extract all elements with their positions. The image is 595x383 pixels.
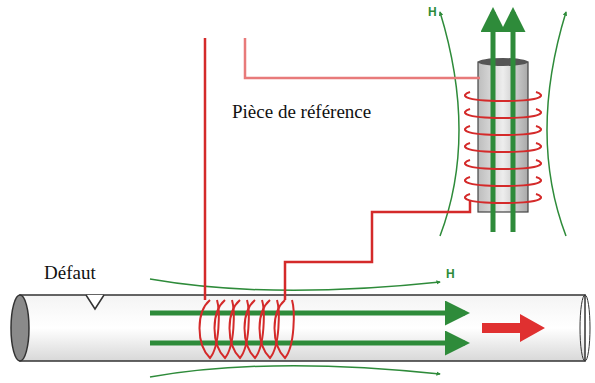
coil-wires xyxy=(205,38,480,300)
coil-winding xyxy=(275,300,294,358)
reference-cylinder-top xyxy=(478,58,528,66)
field-line xyxy=(150,341,465,346)
part-label: Pièce de référence xyxy=(232,101,371,123)
motion-arrow-shape xyxy=(482,314,545,342)
coil-winding xyxy=(245,300,264,358)
field-line xyxy=(491,12,496,232)
field-label: H xyxy=(446,268,455,282)
field-line xyxy=(150,311,465,316)
coil-winding xyxy=(215,300,234,358)
coil-winding xyxy=(465,194,541,203)
tube-field-lines xyxy=(150,279,465,377)
wire xyxy=(285,200,470,300)
coils xyxy=(200,92,542,358)
field-line xyxy=(150,366,440,377)
tube-end xyxy=(11,295,29,361)
field-line xyxy=(511,12,516,232)
coil-winding xyxy=(465,109,541,118)
reference-field-lines xyxy=(440,12,566,236)
tube-body xyxy=(20,295,585,361)
motion-arrow xyxy=(482,314,545,342)
coil-winding xyxy=(465,92,541,101)
tube-far-end xyxy=(580,295,590,361)
coil-winding xyxy=(260,300,279,358)
test-tube xyxy=(11,295,590,361)
defect-notch xyxy=(86,295,104,309)
reference-cylinder xyxy=(478,62,528,212)
field-line xyxy=(440,12,459,236)
coil-winding xyxy=(465,160,541,169)
defect-label: Défaut xyxy=(44,262,96,284)
coil-winding xyxy=(200,300,219,358)
wire xyxy=(245,38,480,78)
coil-winding xyxy=(465,126,541,135)
wire xyxy=(204,38,207,300)
coil-winding xyxy=(465,177,541,186)
field-label: H xyxy=(428,6,437,20)
field-line xyxy=(547,12,566,236)
field-line xyxy=(150,279,440,290)
coil-winding xyxy=(230,300,249,358)
coil-winding xyxy=(465,143,541,152)
